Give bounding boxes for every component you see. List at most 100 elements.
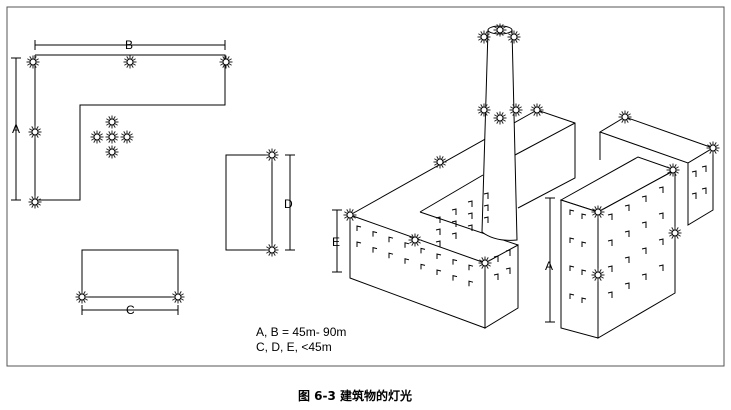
window-mark — [451, 208, 457, 215]
window-mark — [641, 195, 647, 202]
l-shaped-plan — [34, 54, 226, 201]
window-mark — [404, 258, 410, 264]
window-mark — [569, 265, 575, 271]
window-mark — [388, 236, 394, 243]
legend-line-2: C, D, E, <45m — [256, 340, 332, 354]
window-mark — [467, 200, 473, 207]
legend-line-1: A, B = 45m- 90m — [256, 325, 347, 339]
window-mark — [483, 192, 489, 199]
floodlight-icon — [433, 155, 447, 169]
window-mark — [581, 297, 587, 303]
floodlight-icon — [591, 205, 605, 219]
window-mark — [641, 247, 647, 254]
window-mark — [436, 269, 442, 275]
floodlight-icon — [28, 125, 42, 139]
window-mark — [658, 264, 664, 271]
floodlight-icon — [90, 130, 104, 144]
window-mark — [691, 192, 697, 199]
window-mark — [435, 240, 441, 247]
window-mark — [624, 282, 630, 289]
window-mark — [641, 221, 647, 228]
floodlight-icon — [75, 290, 89, 304]
floodlight-icon — [591, 268, 605, 282]
window-mark — [451, 220, 457, 227]
window-mark — [701, 165, 707, 172]
window-mark — [658, 212, 664, 219]
window-mark — [356, 241, 362, 247]
window-mark — [581, 213, 587, 219]
label-a-3d: A — [545, 259, 553, 273]
window-mark — [607, 265, 613, 272]
window-mark — [569, 209, 575, 215]
window-mark — [493, 255, 499, 262]
floodlight-icon — [507, 30, 521, 44]
window-mark — [483, 216, 489, 223]
window-mark — [607, 291, 613, 298]
floodlight-icon — [105, 115, 119, 129]
window-mark — [505, 267, 511, 274]
chimney — [481, 25, 518, 241]
window-mark — [372, 230, 378, 237]
floodlight-icon — [105, 145, 119, 159]
floodlight-icon — [171, 290, 185, 304]
window-mark — [581, 269, 587, 275]
floodlight-icon — [477, 30, 491, 44]
window-mark — [624, 256, 630, 263]
floodlight-icon — [477, 103, 491, 117]
window-mark — [581, 241, 587, 247]
floodlight-icon — [706, 141, 720, 155]
floodlight-icon — [105, 130, 119, 144]
window-mark — [452, 258, 458, 265]
right-building-front — [559, 156, 677, 339]
l-building-3d — [349, 109, 576, 329]
floodlight-icon — [493, 23, 507, 37]
floodlight-icon — [120, 130, 134, 144]
window-mark — [493, 273, 499, 280]
figure-caption: 图 6-3 建筑物的灯光 — [298, 389, 413, 403]
rect-plan-c — [81, 249, 179, 298]
figure-frame — [6, 6, 725, 367]
window-mark — [701, 187, 707, 194]
window-mark — [452, 274, 458, 281]
label-b: B — [125, 38, 133, 52]
window-mark — [569, 237, 575, 243]
window-mark — [607, 239, 613, 246]
window-mark — [658, 238, 664, 245]
floodlight-icon — [28, 195, 42, 209]
window-mark — [388, 252, 394, 259]
window-mark — [467, 212, 473, 219]
window-mark — [607, 213, 613, 220]
floodlight-icon — [219, 55, 233, 69]
window-mark — [435, 228, 441, 235]
window-mark — [372, 246, 378, 253]
window-mark — [641, 273, 647, 280]
window-mark — [624, 204, 630, 211]
window-mark — [436, 253, 442, 259]
window-mark — [467, 224, 473, 231]
rect-plan-d — [225, 154, 273, 251]
floodlight-icon — [668, 226, 682, 240]
floodlight-icon — [408, 233, 422, 247]
floodlight-icon — [478, 256, 492, 270]
floodlight-icon — [265, 243, 279, 257]
floodlight-icon — [666, 163, 680, 177]
floodlight-icon — [618, 110, 632, 124]
floodlight-icon — [26, 55, 40, 69]
window-mark — [691, 170, 697, 177]
label-c: C — [126, 303, 135, 317]
window-mark — [420, 263, 426, 270]
window-mark — [404, 242, 410, 248]
window-mark — [468, 264, 474, 271]
floodlight-icon — [343, 208, 357, 222]
window-mark — [420, 247, 426, 254]
label-d: D — [284, 197, 293, 211]
window-mark — [505, 249, 511, 256]
window-mark — [624, 230, 630, 237]
window-mark — [658, 186, 664, 193]
label-a: A — [12, 122, 20, 136]
window-mark — [468, 280, 474, 287]
window-mark — [451, 232, 457, 239]
floodlight-icon — [509, 103, 523, 117]
floodlight-icon — [123, 55, 137, 69]
